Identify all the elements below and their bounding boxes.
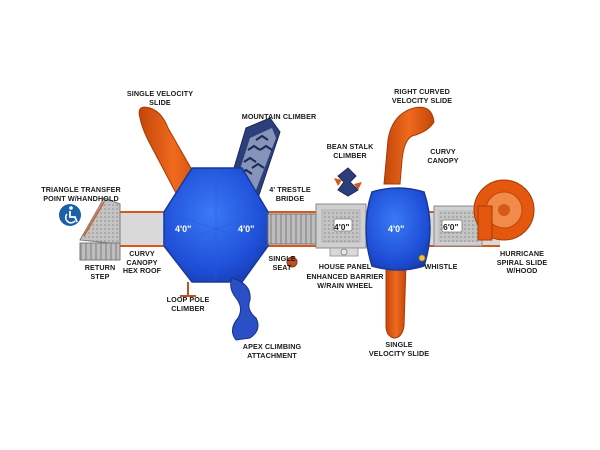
label-bean-stalk-climber: BEAN STALK CLIMBER <box>326 142 374 160</box>
dim-deck-right-blue: 4'0" <box>388 224 404 234</box>
triangle-transfer-point <box>79 197 121 245</box>
dim-deck-middle: 4'0" <box>334 222 350 232</box>
label-right-curved-velocity-slide: RIGHT CURVED VELOCITY SLIDE <box>391 87 453 105</box>
single-velocity-slide-bottom <box>385 263 407 339</box>
whistle-part <box>418 254 426 262</box>
dim-hex-left: 4'0" <box>175 224 191 234</box>
label-single-seat: SINGLE SEAT <box>268 254 296 272</box>
single-seat <box>286 256 298 268</box>
label-curvy-canopy: CURVY CANOPY <box>427 147 459 165</box>
dim-hex-right: 4'0" <box>238 224 254 234</box>
bean-stalk-climber <box>334 167 362 197</box>
label-enhanced-barrier: ENHANCED BARRIER W/RAIN WHEEL <box>306 272 384 290</box>
label-single-velocity-slide-top: SINGLE VELOCITY SLIDE <box>126 89 194 107</box>
label-house-panel: HOUSE PANEL <box>318 262 372 271</box>
label-hurricane-spiral-slide: HURRICANE SPIRAL SLIDE W/HOOD <box>496 249 548 276</box>
loop-pole-climber <box>180 282 196 297</box>
apex-climbing-attachment <box>230 277 259 341</box>
label-whistle: WHISTLE <box>424 262 458 271</box>
label-single-velocity-slide-bottom: SINGLE VELOCITY SLIDE <box>368 340 430 358</box>
label-apex-climbing-attachment: APEX CLIMBING ATTACHMENT <box>242 342 302 360</box>
curvy-canopy <box>365 187 431 271</box>
label-trestle-bridge: 4' TRESTLE BRIDGE <box>269 185 311 203</box>
label-return-step: RETURN STEP <box>84 263 116 281</box>
hurricane-spiral-slide <box>473 179 535 241</box>
label-mountain-climber: MOUNTAIN CLIMBER <box>241 112 317 121</box>
trestle-bridge <box>267 213 317 245</box>
label-triangle-transfer-point: TRIANGLE TRANSFER POINT W/HANDHOLD <box>41 185 121 203</box>
right-curved-velocity-slide <box>383 106 435 185</box>
dim-deck-far-right: 6'0" <box>443 222 459 232</box>
label-curvy-canopy-hex-roof: CURVY CANOPY HEX ROOF <box>122 249 162 276</box>
label-loop-pole-climber: LOOP POLE CLIMBER <box>166 295 210 313</box>
enhanced-barrier <box>329 247 359 257</box>
wheelchair-accessibility-icon <box>59 204 81 226</box>
return-step <box>79 242 121 261</box>
